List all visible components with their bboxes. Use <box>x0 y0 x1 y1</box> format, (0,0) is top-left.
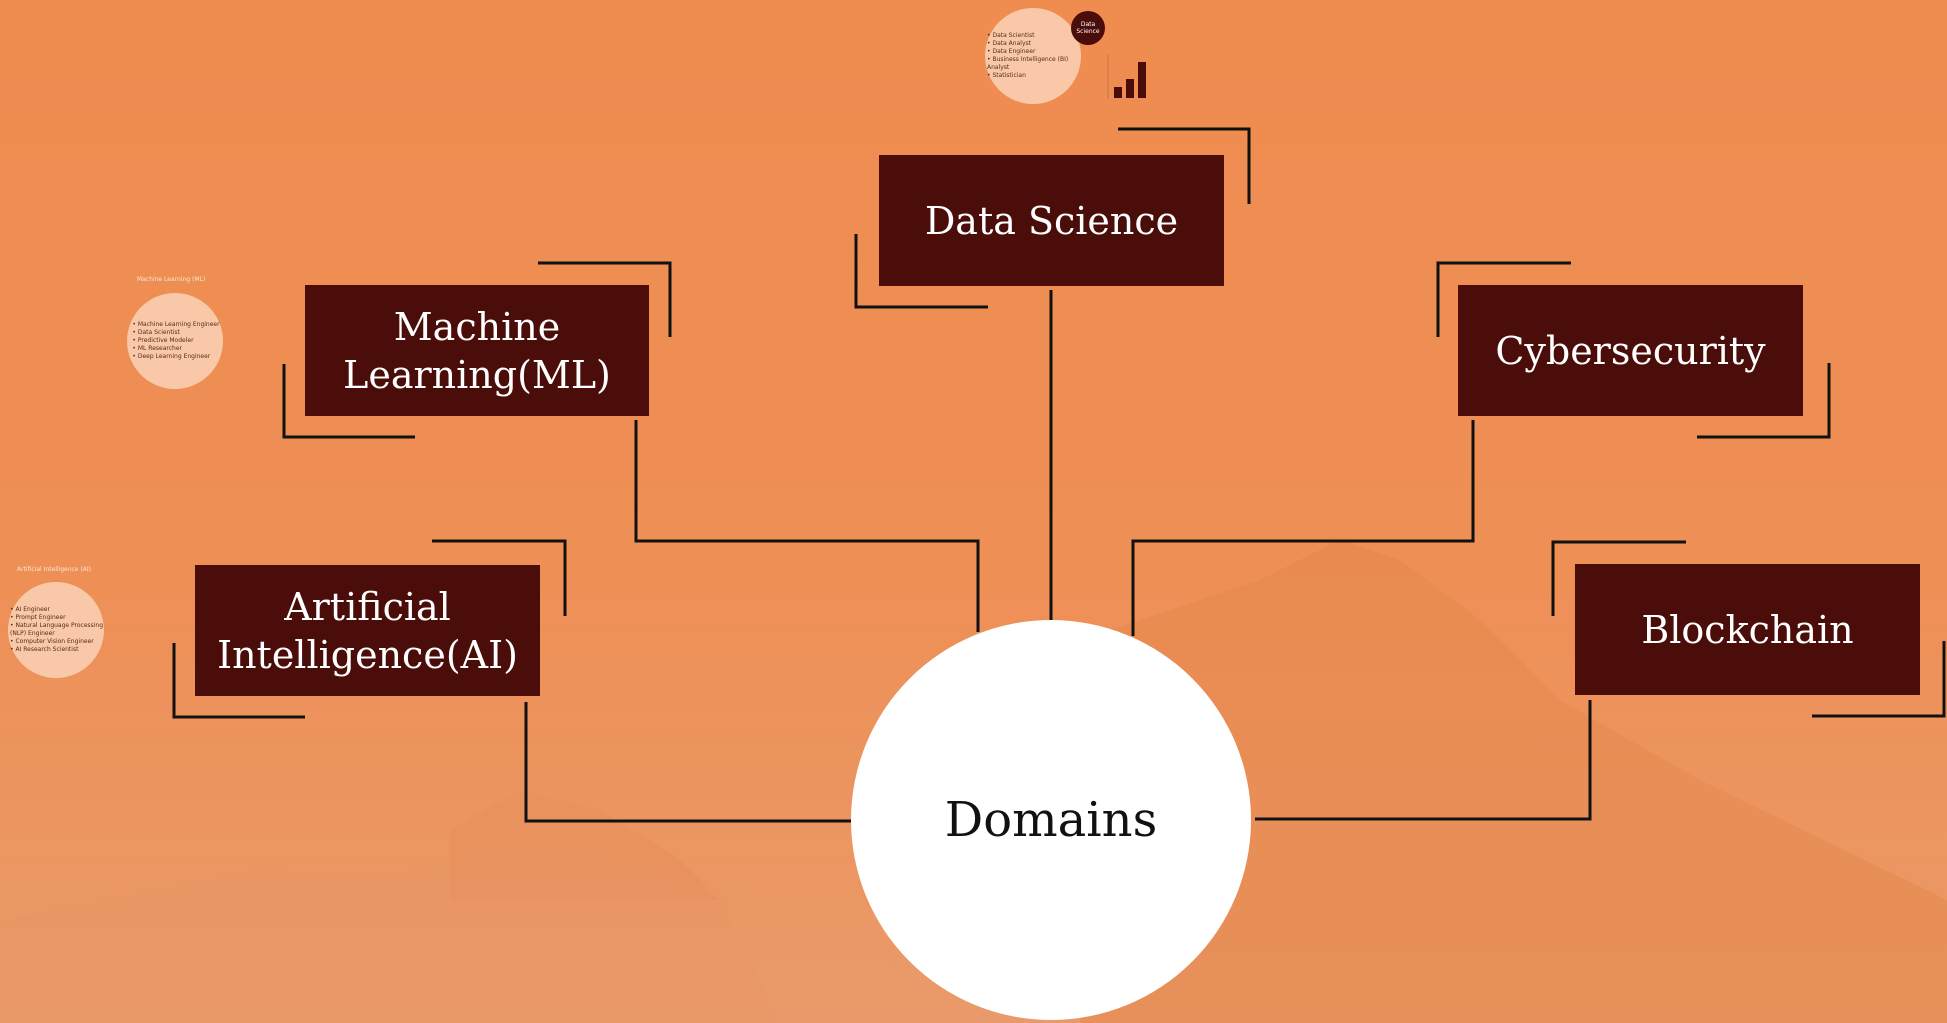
role-item: Computer Vision Engineer <box>10 638 104 646</box>
blockchain-label: Blockchain <box>1641 607 1854 652</box>
machine-learning-box[interactable]: Machine Learning(ML) <box>305 285 649 416</box>
data-science-mini-title: Data Science <box>1071 11 1105 45</box>
artificial-intelligence-detail-bubble[interactable]: AI Engineer Prompt Engineer Natural Lang… <box>8 582 104 678</box>
role-item: ML Researcher <box>132 345 219 353</box>
connector-cybersecurity <box>1131 420 1475 636</box>
bracket-blockchain-br <box>1812 641 1946 718</box>
machine-learning-mini-title: Machine Learning (ML) <box>137 276 206 283</box>
role-item: Machine Learning Engineer <box>132 321 220 329</box>
role-item: Predictive Modeler <box>132 337 219 345</box>
bracket-data-science-tr <box>1118 127 1251 204</box>
role-item: Business Intelligence (BI) Analyst <box>987 56 1081 72</box>
role-item: AI Engineer <box>10 606 104 614</box>
data-science-box[interactable]: Data Science <box>879 155 1224 286</box>
artificial-intelligence-roles-list: AI Engineer Prompt Engineer Natural Lang… <box>8 606 104 654</box>
machine-learning-roles-list: Machine Learning Engineer Data Scientist… <box>130 321 220 361</box>
domains-hub[interactable]: Domains <box>851 620 1251 1020</box>
bracket-ml-bl <box>282 364 415 439</box>
role-item: Natural Language Processing (NLP) Engine… <box>10 622 104 638</box>
bracket-ai-bl <box>172 643 305 719</box>
data-science-label: Data Science <box>924 198 1179 243</box>
bracket-ai-tr <box>432 539 567 616</box>
blockchain-box[interactable]: Blockchain <box>1575 564 1920 695</box>
artificial-intelligence-mini-title: Artificial Intelligence (AI) <box>17 566 91 573</box>
role-item: Data Scientist <box>132 329 219 337</box>
bracket-cyber-br <box>1697 363 1831 439</box>
role-item: Statistician <box>987 72 1081 80</box>
bracket-ml-tr <box>538 261 672 337</box>
role-item: AI Research Scientist <box>10 646 104 654</box>
data-science-detail-bubble[interactable]: Data Scientist Data Analyst Data Enginee… <box>985 8 1081 104</box>
bracket-cyber-tl <box>1436 261 1571 337</box>
bracket-blockchain-tl <box>1551 540 1686 616</box>
connector-machine-learning <box>634 420 980 632</box>
role-item: Deep Learning Engineer <box>132 353 219 361</box>
artificial-intelligence-label: Artificial Intelligence(AI) <box>217 584 518 677</box>
machine-learning-label: Machine Learning(ML) <box>343 304 611 397</box>
data-science-roles-list: Data Scientist Data Analyst Data Enginee… <box>985 32 1081 80</box>
role-item: Data Scientist <box>987 32 1081 40</box>
role-item: Data Engineer <box>987 48 1081 56</box>
role-item: Prompt Engineer <box>10 614 104 622</box>
connector-blockchain <box>1255 700 1592 821</box>
cybersecurity-box[interactable]: Cybersecurity <box>1458 285 1803 416</box>
cybersecurity-label: Cybersecurity <box>1495 328 1766 373</box>
bar-chart-icon <box>1107 54 1146 99</box>
artificial-intelligence-box[interactable]: Artificial Intelligence(AI) <box>195 565 540 696</box>
domains-hub-label: Domains <box>944 792 1158 848</box>
bracket-data-science-bl <box>854 234 988 309</box>
role-item: Data Analyst <box>987 40 1081 48</box>
machine-learning-detail-bubble[interactable]: Machine Learning Engineer Data Scientist… <box>127 293 223 389</box>
connector-artificial-intelligence <box>524 702 851 823</box>
